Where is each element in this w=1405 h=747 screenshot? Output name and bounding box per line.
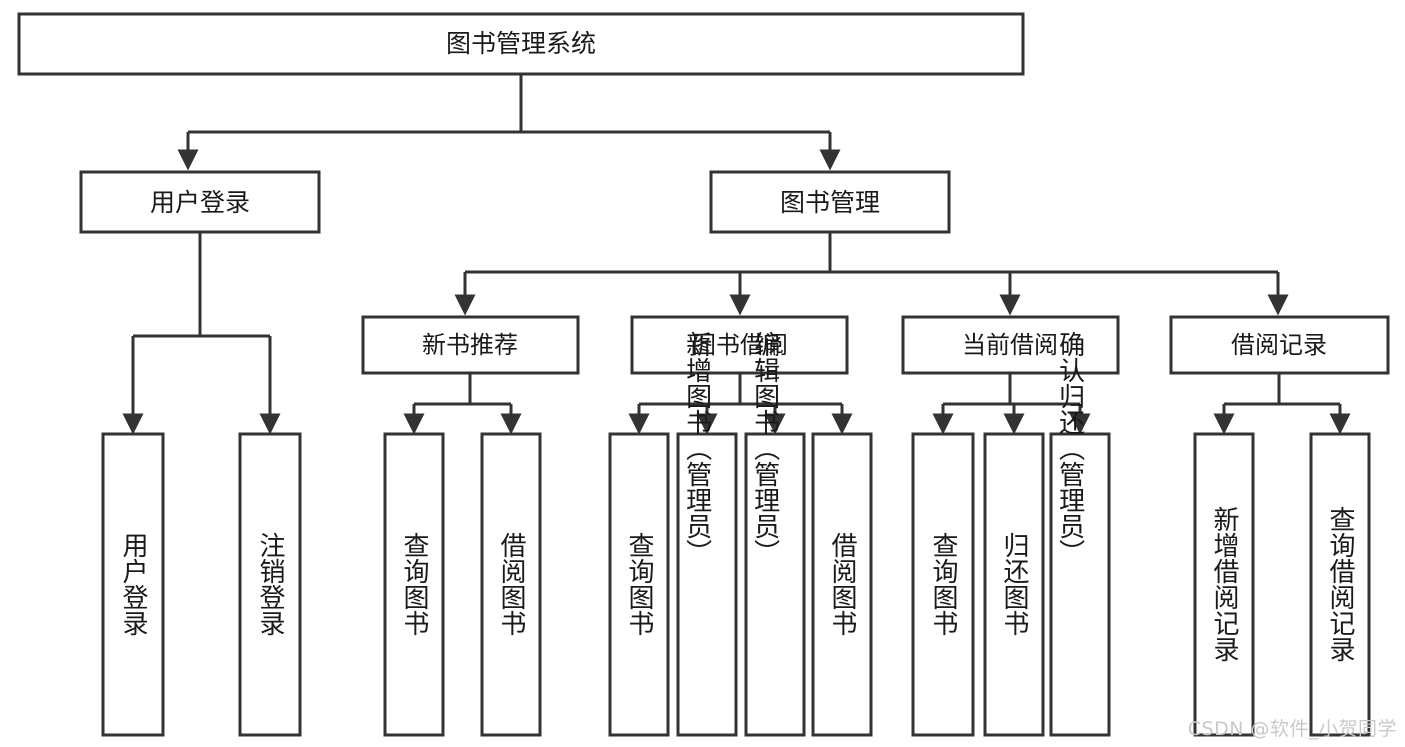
leaf-new-book-2-rect [480,432,542,737]
node-book-borrow-label: 图书借阅 [692,331,788,359]
leaf-book-borrow-3-label: 编辑图书（管理员） [750,331,780,565]
leaf-current-borrow-2-label: 归还图书 [999,532,1029,636]
node-book-borrow[interactable]: 图书借阅 [630,315,849,375]
node-root[interactable]: 图书管理系统 [17,12,1025,76]
node-borrow-record-rect [1169,315,1390,375]
leaf-book-borrow-3[interactable]: 编辑图书（管理员） [744,331,806,737]
leaf-current-borrow-1[interactable]: 查询图书 [911,432,975,737]
leaf-book-borrow-3-rect [744,432,806,737]
leaf-new-book-1[interactable]: 查询图书 [383,432,445,737]
leaf-book-borrow-1-label: 查询图书 [624,532,654,636]
leaf-book-borrow-2-rect [676,432,738,737]
leaf-borrow-record-1[interactable]: 新增借阅记录 [1193,432,1255,737]
leaf-current-borrow-1-label: 查询图书 [928,532,958,636]
leaf-book-borrow-4-rect [811,432,873,737]
node-user-login-label: 用户登录 [150,188,250,217]
node-book-management-label: 图书管理 [780,188,880,217]
leaf-book-borrow-1[interactable]: 查询图书 [608,432,670,737]
node-borrow-record[interactable]: 借阅记录 [1169,315,1390,375]
leaf-new-book-2-label: 借阅图书 [496,532,526,636]
leaf-borrow-record-2-rect [1309,432,1371,737]
leaf-user-login-1[interactable]: 用户登录 [101,432,165,737]
node-new-book-recommend-label: 新书推荐 [422,331,518,359]
leaf-new-book-1-rect [383,432,445,737]
node-book-management-rect [709,170,951,234]
leaf-book-borrow-2-label: 新增图书（管理员） [682,331,712,565]
node-current-borrow-rect [901,315,1120,375]
leaf-borrow-record-2[interactable]: 查询借阅记录 [1309,432,1371,737]
node-borrow-record-label: 借阅记录 [1231,331,1327,359]
node-root-label: 图书管理系统 [446,29,596,58]
leaf-user-login-1-label: 用户登录 [118,532,148,636]
leaf-user-login-2-label: 注销登录 [255,532,285,636]
leaf-user-login-1-rect [101,432,165,737]
leaf-book-borrow-4-label: 借阅图书 [827,532,857,636]
node-book-borrow-rect [630,315,849,375]
node-current-borrow-label: 当前借阅 [962,331,1058,359]
leaf-current-borrow-2-rect [983,432,1045,737]
leaf-new-book-2[interactable]: 借阅图书 [480,432,542,737]
node-current-borrow[interactable]: 当前借阅 [901,315,1120,375]
node-user-login[interactable]: 用户登录 [79,170,321,234]
connector-group [122,74,1351,435]
leaf-user-login-2-rect [238,432,302,737]
csdn-watermark: CSDN @软件_小贺同学 [1187,718,1397,740]
leaf-borrow-record-1-label: 新增借阅记录 [1209,506,1239,662]
node-new-book-recommend[interactable]: 新书推荐 [361,315,580,375]
leaf-current-borrow-1-rect [911,432,975,737]
leaf-borrow-record-1-rect [1193,432,1255,737]
node-book-management[interactable]: 图书管理 [709,170,951,234]
leaf-current-borrow-2[interactable]: 归还图书 [983,432,1045,737]
leaf-book-borrow-4[interactable]: 借阅图书 [811,432,873,737]
node-new-book-recommend-rect [361,315,580,375]
leaf-new-book-1-label: 查询图书 [399,532,429,636]
node-user-login-rect [79,170,321,234]
leaf-current-borrow-3[interactable]: 确认归还（管理员） [1049,331,1111,737]
leaf-book-borrow-2[interactable]: 新增图书（管理员） [676,331,738,737]
leaf-book-borrow-1-rect [608,432,670,737]
leaf-user-login-2[interactable]: 注销登录 [238,432,302,737]
node-root-rect [17,12,1025,76]
leaf-current-borrow-3-label: 确认归还（管理员） [1055,331,1085,565]
leaf-current-borrow-3-rect [1049,432,1111,737]
leaf-borrow-record-2-label: 查询借阅记录 [1325,506,1355,662]
